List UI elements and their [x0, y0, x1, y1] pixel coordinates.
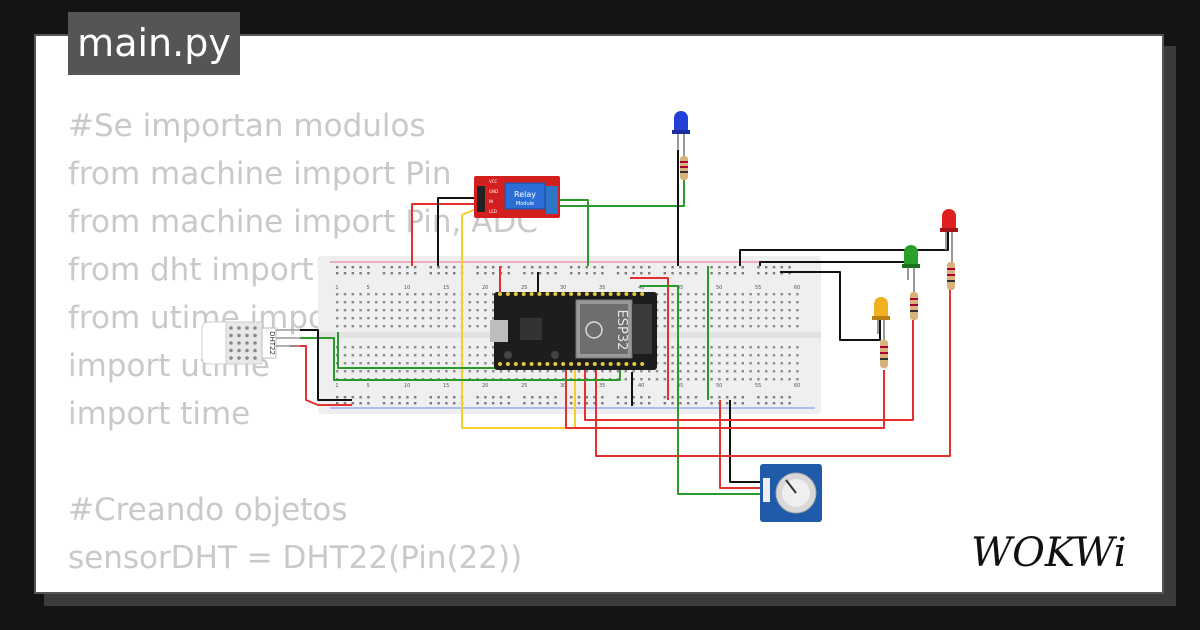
breadboard-number: 20	[482, 285, 488, 291]
relay-pin-led: LED	[489, 209, 497, 214]
code-line: #Se importan modulos	[68, 108, 426, 144]
resistor-green	[910, 292, 918, 320]
breadboard-number: 55	[755, 383, 761, 389]
led-yellow[interactable]	[872, 297, 890, 340]
potentiometer[interactable]	[760, 464, 822, 522]
file-tab[interactable]: main.py	[68, 12, 240, 75]
relay-pin-vcc: VCC	[489, 179, 498, 184]
code-line: from machine import Pin	[68, 156, 452, 192]
breadboard-number: 35	[599, 383, 605, 389]
code-line: #Creando objetos	[68, 492, 348, 528]
breadboard-number: 60	[794, 285, 800, 291]
resistor-yellow	[880, 340, 888, 368]
relay-pin-in: IN	[489, 199, 493, 204]
led-red[interactable]	[940, 209, 958, 262]
breadboard-number: 40	[638, 285, 644, 291]
code-preview: #Se importan modulos from machine import…	[68, 102, 538, 592]
breadboard-number: 25	[521, 285, 527, 291]
led-blue[interactable]	[672, 111, 690, 156]
breadboard-number: 50	[716, 383, 722, 389]
breadboard-number: 1	[335, 383, 338, 389]
wokwi-logo: WOKWi	[971, 530, 1127, 576]
dht22-label: DHT22	[268, 331, 276, 355]
wires	[290, 150, 951, 495]
breadboard-number: 1	[335, 285, 338, 291]
esp32-board[interactable]: ESP32	[490, 292, 657, 370]
breadboard-number: 5	[367, 285, 370, 291]
breadboard-number: 45	[677, 383, 683, 389]
breadboard-number: 10	[404, 285, 410, 291]
relay-pin-gnd: GND	[489, 189, 498, 194]
breadboard-number: 25	[521, 383, 527, 389]
breadboard-number: 10	[404, 383, 410, 389]
breadboard-number: 30	[560, 285, 566, 291]
dht22-sensor[interactable]: DHT22	[201, 321, 300, 365]
breadboard-number: 20	[482, 383, 488, 389]
code-line: sensorDHT = DHT22(Pin(22))	[68, 540, 523, 576]
led-green[interactable]	[902, 245, 920, 292]
breadboard-number: 15	[443, 285, 449, 291]
breadboard-number: 35	[599, 285, 605, 291]
relay-sub-label: Module	[516, 201, 534, 207]
code-line: relay = Pin(13, Pin.OUT)	[68, 582, 538, 592]
relay-module[interactable]: Relay Module VCC GND IN LED	[474, 176, 560, 218]
breadboard-number: 5	[367, 383, 370, 389]
brand-text: WOKWi	[971, 530, 1127, 576]
resistor-blue	[680, 156, 688, 180]
breadboard-number: 30	[560, 383, 566, 389]
breadboard-number: 55	[755, 285, 761, 291]
breadboard-number: 45	[677, 285, 683, 291]
code-line: from machine import Pin, ADC	[68, 204, 538, 240]
esp32-label: ESP32	[614, 310, 629, 351]
breadboard-number: 60	[794, 383, 800, 389]
breadboard-number: 40	[638, 383, 644, 389]
code-line: import time	[68, 396, 251, 432]
resistor-red	[947, 262, 955, 290]
relay-label: Relay	[514, 190, 536, 199]
breadboard-number: 15	[443, 383, 449, 389]
breadboard-number: 50	[716, 285, 722, 291]
